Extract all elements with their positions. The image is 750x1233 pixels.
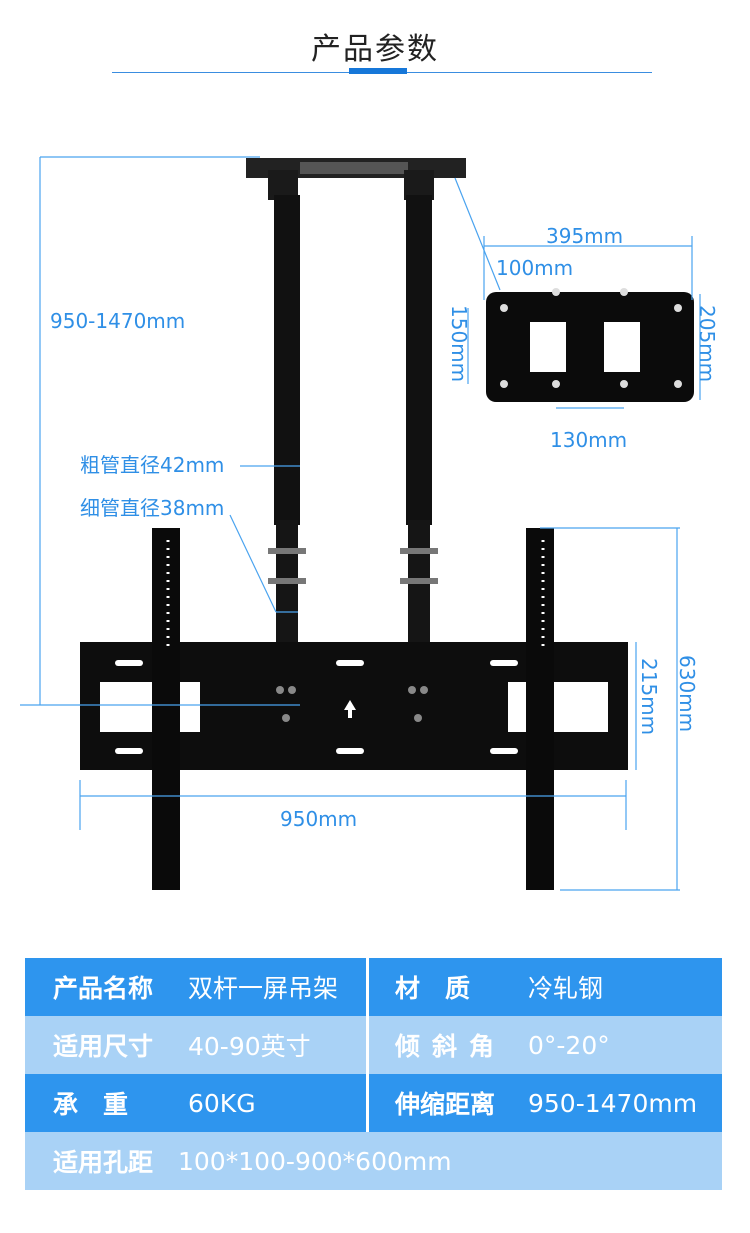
frame-width-label: 950mm: [280, 807, 357, 831]
spec-table: 产品名称 双杆一屏吊架 材 质 冷轧钢 适用尺寸 40-90英寸 倾斜角 0°-…: [25, 958, 722, 1190]
spec-value: 0°-20°: [528, 1030, 610, 1060]
spec-value: 冷轧钢: [528, 974, 604, 1003]
dimension-lines: [20, 156, 701, 891]
table-divider: [366, 1016, 369, 1074]
spec-label: 伸缩距离: [395, 1090, 496, 1119]
spec-value: 40-90英寸: [188, 1032, 311, 1061]
plate-left-height-label: 150mm: [447, 305, 471, 382]
table-divider: [366, 1074, 369, 1132]
support-tubes: [268, 195, 438, 645]
hole-spacing-bottom-label: 130mm: [550, 428, 627, 452]
vesa-plate: [486, 288, 694, 402]
spec-row: 产品名称 双杆一屏吊架 材 质 冷轧钢: [25, 958, 722, 1016]
spec-value: 双杆一屏吊架: [188, 974, 339, 1003]
product-diagram: 950-1470mm 395mm 100mm 150mm 205mm 130mm…: [20, 156, 719, 891]
thick-tube-label: 粗管直径42mm: [80, 453, 224, 477]
spec-value: 60KG: [188, 1088, 256, 1118]
table-divider: [366, 958, 369, 1016]
frame-height-label: 215mm: [637, 658, 661, 735]
spec-row: 适用孔距 100*100-900*600mm: [25, 1132, 722, 1190]
title-accent-bar: [349, 68, 407, 74]
spec-value: 950-1470mm: [528, 1088, 698, 1118]
thin-tube-label: 细管直径38mm: [80, 496, 224, 520]
plate-width-label: 395mm: [546, 224, 623, 248]
vertical-rails: [152, 528, 554, 890]
ceiling-mount-plate: [246, 158, 466, 200]
page-title: 产品参数: [311, 32, 439, 67]
spec-label: 材 质: [395, 974, 471, 1003]
spec-row: 适用尺寸 40-90英寸 倾斜角 0°-20°: [25, 1016, 722, 1074]
plate-right-height-label: 205mm: [695, 305, 719, 382]
bracket-height-label: 630mm: [675, 655, 699, 732]
spec-value: 100*100-900*600mm: [178, 1146, 452, 1176]
spec-row: 承 重 60KG 伸缩距离 950-1470mm: [25, 1074, 722, 1132]
spec-label: 适用孔距: [53, 1148, 154, 1177]
spec-label: 产品名称: [53, 974, 154, 1003]
total-height-label: 950-1470mm: [50, 309, 185, 333]
spec-label: 倾斜角: [395, 1032, 507, 1061]
spec-label: 承 重: [53, 1090, 129, 1119]
hole-spacing-top-label: 100mm: [496, 256, 573, 280]
spec-label: 适用尺寸: [53, 1032, 154, 1061]
